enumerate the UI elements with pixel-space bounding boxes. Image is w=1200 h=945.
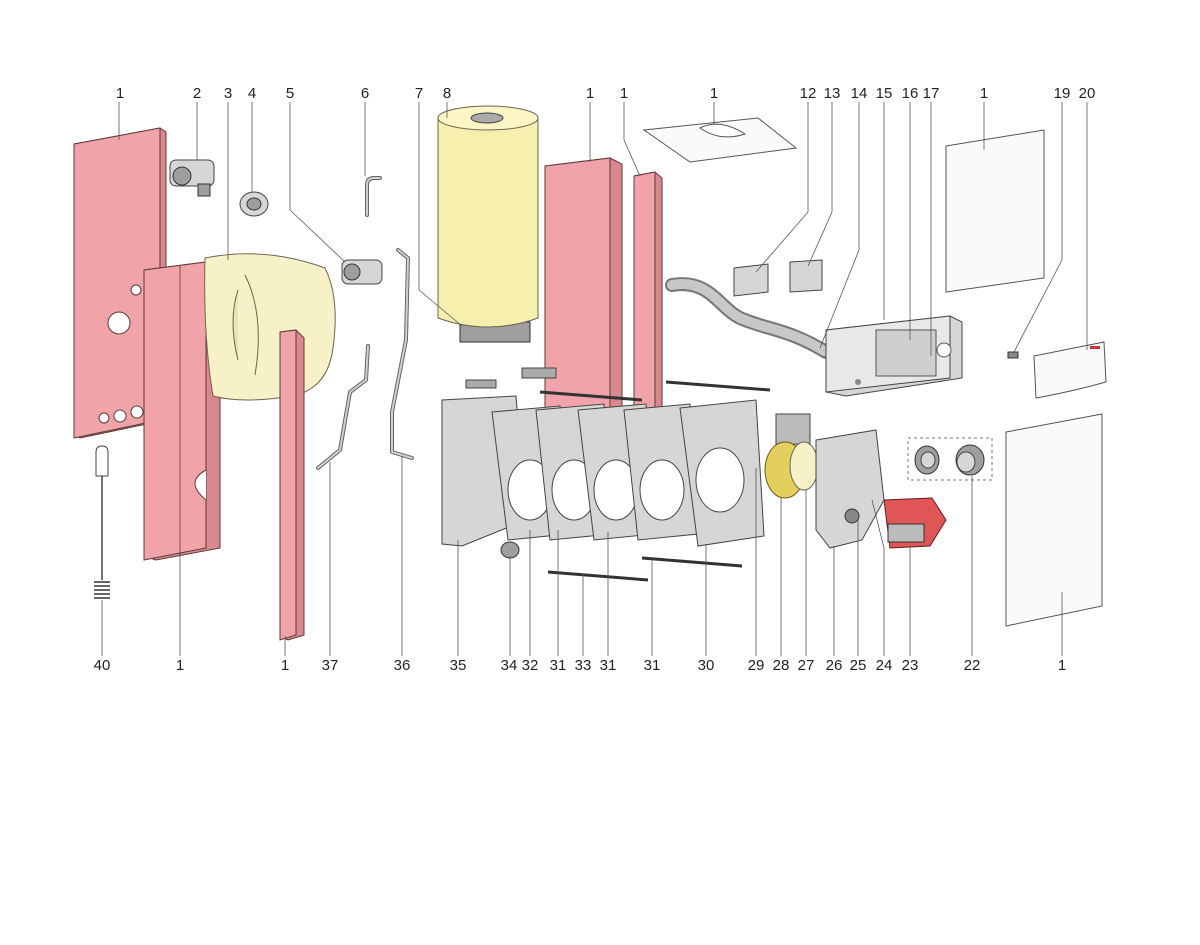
callout-label: 33: [575, 657, 592, 674]
bracket-plates: [733, 259, 823, 297]
callout-label: 36: [394, 657, 411, 674]
long-pipe: [390, 248, 414, 460]
fitting-ring: [239, 191, 269, 217]
front-column-left: [279, 329, 305, 641]
front-cover: [1033, 341, 1107, 399]
heat-exchanger-sections: [441, 367, 811, 582]
callout-label: 4: [248, 85, 256, 102]
callout-label: 1: [1058, 657, 1066, 674]
callout-label: 16: [902, 85, 919, 102]
callout-label: 20: [1079, 85, 1096, 102]
parts-drawings: [73, 105, 1107, 641]
callout-label: 12: [800, 85, 817, 102]
bottom-callout-labels: 40 1 1 37 36 35 34 32 31 33 31 31 30 29 …: [94, 657, 1067, 674]
callout-label: 28: [773, 657, 790, 674]
callout-label: 3: [224, 85, 232, 102]
callout-label: 1: [586, 85, 594, 102]
burner-housing: [815, 429, 885, 549]
callout-label: 40: [94, 657, 111, 674]
callout-label: 37: [322, 657, 339, 674]
top-panel: [642, 117, 798, 163]
side-panel-right-top: [945, 129, 1045, 293]
curved-pipe: [316, 344, 370, 470]
flexible-hose: [665, 277, 833, 359]
burner-unit: [883, 497, 947, 549]
callout-label: 26: [826, 657, 843, 674]
callout-label: 14: [851, 85, 868, 102]
callout-label: 25: [850, 657, 867, 674]
insulation-blanket: [204, 253, 336, 401]
pump-small: [341, 259, 383, 285]
side-panel-left: [143, 261, 221, 561]
top-callout-labels: 1 2 3 4 5 6 7 8 1 1 1 12 13 14 15 16 17 …: [116, 85, 1096, 102]
hot-water-tank: [437, 105, 539, 343]
elbow-tube: [365, 176, 382, 217]
circulation-pump-top: [169, 159, 215, 197]
side-panel-right-bottom: [1005, 413, 1103, 627]
callout-label: 15: [876, 85, 893, 102]
center-column: [544, 157, 623, 427]
callout-label: 32: [522, 657, 539, 674]
callout-label: 22: [964, 657, 981, 674]
callout-label: 31: [550, 657, 567, 674]
cleaning-brush: [94, 445, 110, 599]
callout-label: 6: [361, 85, 369, 102]
callout-label: 35: [450, 657, 467, 674]
callout-label: 2: [193, 85, 201, 102]
callout-label: 30: [698, 657, 715, 674]
callout-label: 7: [415, 85, 423, 102]
screw: [1007, 351, 1019, 359]
callout-label: 5: [286, 85, 294, 102]
filter-pads: [764, 441, 819, 499]
callout-label: 17: [923, 85, 940, 102]
callout-label: 24: [876, 657, 893, 674]
callout-label: 1: [710, 85, 718, 102]
rear-panel-left: [73, 127, 167, 439]
callout-label: 1: [980, 85, 988, 102]
callout-label: 1: [281, 657, 289, 674]
callout-label: 8: [443, 85, 451, 102]
callout-label: 19: [1054, 85, 1071, 102]
callout-label: 31: [600, 657, 617, 674]
callout-label: 1: [620, 85, 628, 102]
flue-connectors: [907, 437, 993, 481]
callout-label: 1: [176, 657, 184, 674]
front-column-right: [633, 171, 663, 425]
control-box: [825, 315, 963, 397]
callout-label: 29: [748, 657, 765, 674]
callout-label: 34: [501, 657, 518, 674]
callout-label: 27: [798, 657, 815, 674]
callout-label: 1: [116, 85, 124, 102]
leader-lines: [101, 102, 1088, 656]
callout-label: 13: [824, 85, 841, 102]
callout-label: 23: [902, 657, 919, 674]
callout-label: 31: [644, 657, 661, 674]
